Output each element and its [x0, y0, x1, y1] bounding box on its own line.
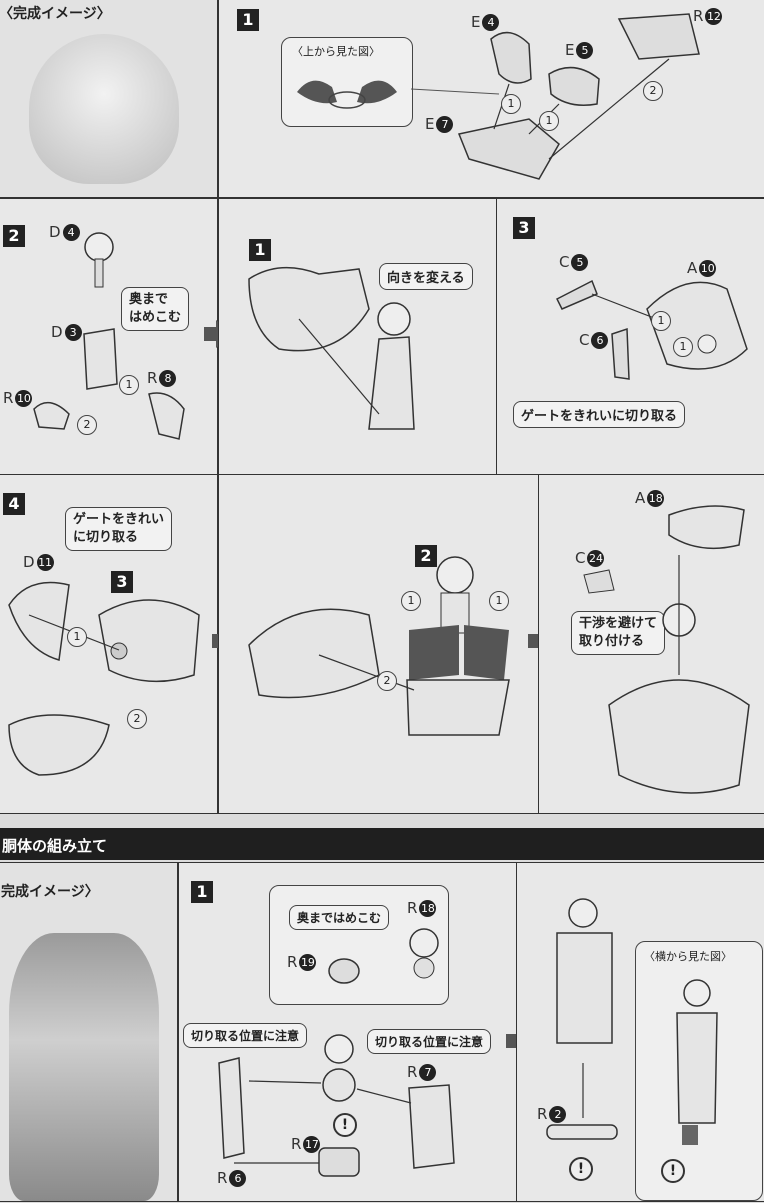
callout-push-in: 奥まで はめこむ	[121, 287, 190, 331]
row2-sub1-panel: 1 向きを変える	[218, 198, 498, 476]
step-number: 1	[237, 9, 259, 31]
top-complete-panel: 〈完成イメージ〉	[0, 0, 218, 198]
row3-step4-panel: 4 ゲートをきれい に切り取る D11 3 B7 1 2	[0, 474, 218, 814]
top-view-box: 〈上から見た図〉	[281, 37, 413, 127]
circled-1: 1	[119, 375, 139, 395]
sub-step-number: 3	[111, 571, 133, 593]
callout-avoid: 干渉を避けて 取り付ける	[571, 611, 666, 655]
circled-1: 1	[401, 591, 421, 611]
top-view-label: 〈上から見た図〉	[292, 45, 380, 58]
callout-cut-position-1: 切り取る位置に注意	[183, 1023, 308, 1048]
circled-1: 1	[501, 94, 521, 114]
bottom-complete-panel: 完成イメージ〉	[0, 862, 178, 1202]
complete-image-label: 〈完成イメージ〉	[0, 6, 111, 22]
sub1-drawing	[248, 266, 415, 430]
complete-image-figure	[29, 34, 179, 184]
callout-cut-position-2: 切り取る位置に注意	[367, 1029, 492, 1054]
circled-2: 2	[377, 671, 397, 691]
circled-1: 1	[67, 627, 87, 647]
complete-image-figure	[9, 933, 159, 1201]
step4-drawing	[8, 581, 200, 776]
sub-step-number: 1	[249, 239, 271, 261]
top-view-part-drawing	[297, 80, 397, 109]
step-number: 4	[3, 493, 25, 515]
callout-turn: 向きを変える	[379, 263, 473, 290]
sub-step-number: 2	[415, 545, 437, 567]
side-view-label: 〈横から見た図〉	[644, 950, 732, 963]
step-number: 3	[513, 217, 535, 239]
circled-2: 2	[127, 709, 147, 729]
callout-gate: ゲートをきれい に切り取る	[65, 507, 173, 551]
circled-1: 1	[539, 111, 559, 131]
section-header: 胴体の組み立て	[0, 828, 764, 860]
caution-icon: !	[333, 1113, 357, 1137]
step2-parts-drawing	[33, 232, 185, 440]
circled-1: 1	[673, 337, 693, 357]
step3-drawing	[555, 279, 748, 380]
circled-1: 1	[651, 311, 671, 331]
section-title: 胴体の組み立て	[2, 837, 108, 855]
caution-icon: !	[661, 1159, 685, 1183]
callout-push-in: 奥まではめこむ	[289, 905, 390, 930]
flow-arrow-body	[204, 327, 218, 341]
circled-2: 2	[77, 415, 97, 435]
step-number: 2	[3, 225, 25, 247]
complete-image-label: 完成イメージ〉	[1, 884, 99, 900]
callout-gate: ゲートをきれいに切り取る	[513, 401, 686, 428]
step1-parts-drawing	[410, 13, 700, 180]
row3-sub-panel: 2 1 1 2	[218, 474, 540, 814]
circled-2: 2	[643, 81, 663, 101]
sub2-drawing	[248, 556, 510, 736]
bottom-result-drawing	[546, 898, 718, 1145]
right-drawing	[583, 505, 750, 794]
circled-1: 1	[489, 591, 509, 611]
caution-icon: !	[569, 1157, 593, 1181]
step-number: 1	[191, 881, 213, 903]
bottom-step1-drawing	[218, 928, 455, 1177]
